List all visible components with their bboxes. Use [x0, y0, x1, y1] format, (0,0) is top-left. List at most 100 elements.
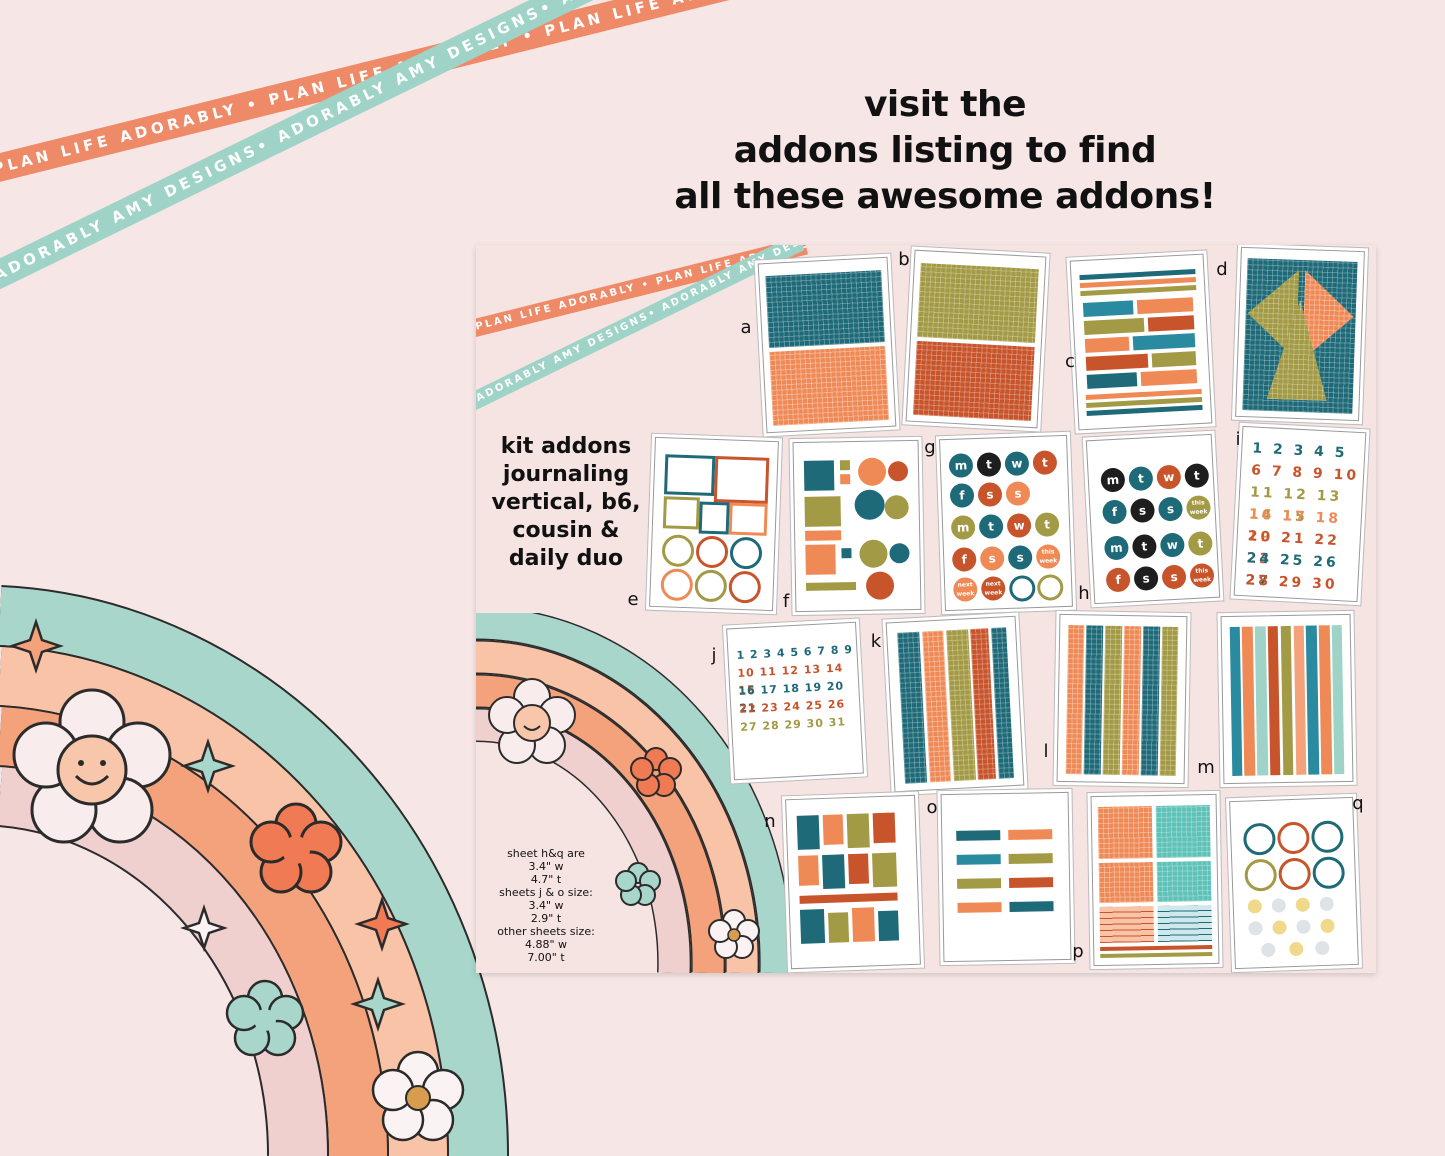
sparkle-star-icon [180, 738, 236, 794]
sheet-m [1220, 613, 1354, 785]
sheet-g: m t w t f s s m t w t f s s this week ne… [939, 434, 1073, 612]
headline-line-3: all these awesome addons! [674, 176, 1216, 217]
sparkle-star-icon [180, 904, 228, 952]
day-circle: s [1005, 481, 1031, 506]
flower-icon [615, 862, 661, 906]
kit-title-line: kit addons [500, 434, 632, 459]
flower-icon [225, 979, 305, 1057]
product-preview-panel: PLAN LIFE ADORABLY • PLAN LIFE ADORABLY … [476, 245, 1376, 973]
day-circle: s [1133, 565, 1159, 592]
day-circle-this-week: this week [1189, 562, 1215, 589]
sheet-letter-l: l [1043, 741, 1049, 762]
sparkle-star-icon [350, 976, 406, 1032]
headline-line-1: visit the [863, 84, 1027, 125]
sheet-letter-b: b [898, 249, 910, 270]
sheet-l [1056, 613, 1188, 785]
day-circle: t [976, 452, 1002, 477]
sheet-size-notes: sheet h&q are 3.4" w 4.7" t sheets j & o… [476, 847, 616, 964]
size-note-line: 3.4" w [528, 860, 564, 873]
sheet-letter-e: e [627, 589, 639, 610]
size-note-line: sheet h&q are [507, 847, 585, 860]
sheet-k [885, 615, 1025, 793]
day-circle: s [1007, 545, 1033, 570]
sheet-b [905, 249, 1047, 429]
day-circle: s [1157, 496, 1184, 522]
sheet-j: 1 2 3 4 5 6 7 8 9 10 11 12 13 14 15 16 1… [726, 621, 864, 781]
size-note-line: 4.7" t [530, 873, 562, 886]
sheet-a [757, 256, 897, 434]
day-circle: f [1101, 499, 1128, 525]
size-note-line: 3.4" w [528, 899, 564, 912]
day-circle: t [1187, 530, 1213, 557]
kit-title-line: cousin & [512, 518, 620, 543]
day-circle: t [1034, 512, 1060, 537]
sheet-letter-i: i [1235, 429, 1241, 450]
sheet-c [1069, 253, 1213, 431]
sheet-letter-m: m [1197, 757, 1215, 778]
day-circle: w [1006, 513, 1032, 538]
panel-rainbow-illustration [476, 613, 794, 973]
day-circle: m [1100, 467, 1126, 493]
kit-addons-title: kit addons journaling vertical, b6, cous… [486, 433, 646, 573]
kit-title-line: daily duo [508, 546, 624, 571]
sheet-letter-a: a [740, 317, 752, 338]
size-note-line: other sheets size: [497, 925, 595, 938]
sheet-letter-d: d [1216, 259, 1228, 280]
day-circle: s [977, 482, 1003, 507]
size-note-line: sheets j & o size: [499, 886, 593, 899]
flower-icon [249, 802, 343, 894]
sparkle-star-icon [354, 896, 410, 952]
sheet-letter-g: g [924, 437, 936, 458]
sheet-letter-c: c [1065, 351, 1075, 372]
day-circle: w [1156, 464, 1182, 490]
sheet-q [1229, 796, 1359, 970]
rainbow-illustration [0, 585, 510, 1156]
day-circle-next-week: next week [980, 576, 1006, 601]
sheet-f [792, 439, 922, 613]
day-circle-this-week: this week [1185, 494, 1212, 521]
sheet-letter-p: p [1072, 941, 1084, 962]
sheet-o [940, 791, 1072, 963]
sparkle-star-icon [8, 618, 64, 674]
flower-icon [371, 1050, 465, 1142]
day-circle: f [949, 483, 975, 508]
day-circle: t [1128, 465, 1154, 492]
sheet-h: m t w t f s s this week m t w t f s s th… [1085, 433, 1221, 605]
sheet-letter-q: q [1352, 793, 1364, 814]
day-circle: s [1161, 564, 1187, 590]
kit-title-line: journaling [502, 462, 630, 487]
sheet-letter-n: n [764, 811, 776, 832]
size-note-line: 2.9" t [530, 912, 562, 925]
sheet-p [1090, 793, 1220, 967]
sheet-letter-o: o [926, 797, 938, 818]
sheet-i: 1 2 3 4 5 6 7 8 9 10 11 12 13 14 15 16 1… [1233, 425, 1367, 603]
day-circle: w [1159, 532, 1185, 558]
sheet-letter-h: h [1078, 583, 1090, 604]
smiley-flower-icon [12, 688, 172, 844]
day-circle: w [1004, 451, 1030, 476]
day-circle: m [948, 453, 974, 478]
size-note-line: 4.88" w [524, 938, 568, 951]
day-circle: f [951, 547, 977, 572]
headline: visit the addons listing to find all the… [640, 82, 1250, 220]
day-circle: t [1032, 450, 1058, 476]
flower-icon [630, 747, 682, 797]
day-circle: m [1103, 535, 1130, 561]
sheet-letter-j: j [711, 645, 717, 666]
sheet-letter-k: k [870, 631, 882, 652]
headline-line-2: addons listing to find [733, 130, 1157, 171]
day-circle: s [979, 546, 1005, 571]
smiley-flower-icon [488, 678, 576, 764]
day-circle-this-week: this week [1035, 544, 1061, 569]
sheet-e [649, 436, 779, 612]
kit-title-line: vertical, b6, [491, 490, 641, 515]
day-circle: m [950, 515, 976, 540]
day-circle-next-week: next week [952, 577, 978, 602]
day-circle: s [1129, 497, 1156, 524]
day-circle: t [978, 514, 1004, 539]
sheet-letter-f: f [782, 591, 790, 612]
day-circle: t [1184, 463, 1210, 489]
flower-icon [708, 909, 760, 959]
number-row: 28 29 30 31 [1244, 572, 1338, 602]
sheet-d [1235, 246, 1365, 422]
